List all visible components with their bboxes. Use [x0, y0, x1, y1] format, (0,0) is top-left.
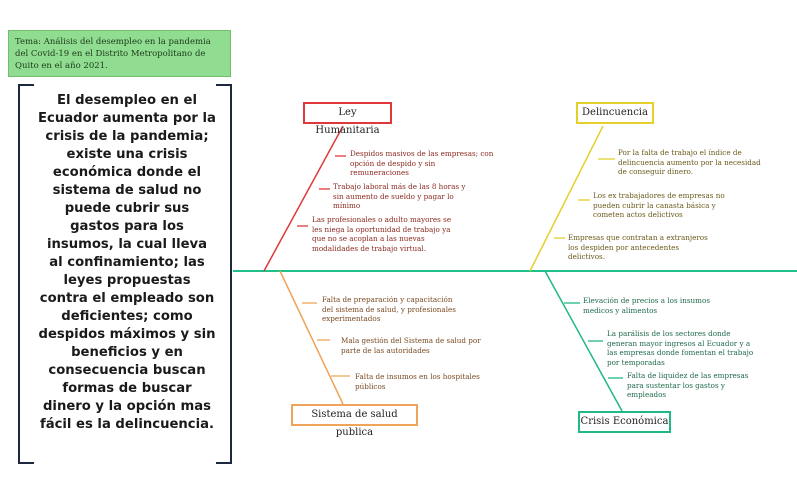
cause-ley-humanitaria-1: Despidos masivos de las empresas; con op… [350, 149, 494, 177]
cause-sistema-salud-1: Falta de preparación y capacitación del … [322, 295, 456, 323]
cause-delincuencia-2: Los ex trabajadores de empresas no puede… [593, 191, 725, 219]
left-bracket [18, 84, 34, 464]
cause-crisis-economica-3: Falta de liquidez de las empresas para s… [627, 371, 749, 399]
category-crisis-economica: Crisis Económica [578, 411, 671, 433]
topic-box: Tema: Análisis del desempleo en la pande… [8, 30, 231, 77]
category-sistema-salud: Sistema de salud publica [291, 404, 418, 438]
cause-ley-humanitaria-3: Las profesionales o adulto mayores se le… [312, 215, 452, 253]
category-delincuencia: Delincuencia [576, 102, 654, 124]
bone-delincuencia [529, 125, 604, 272]
bone-crisis-economica [544, 270, 623, 412]
category-ley-humanitaria: Ley Humanitaria [303, 102, 392, 136]
cause-sistema-salud-3: Falta de insumos en los hospitales públi… [355, 372, 480, 391]
bone-sistema-salud [279, 270, 344, 405]
cause-ley-humanitaria-2: Trabajo laboral más de las 8 horas y sin… [333, 182, 466, 210]
cause-delincuencia-3: Empresas que contratan a extranjeros los… [568, 233, 708, 261]
problem-statement: El desempleo en el Ecuador aumenta por l… [38, 93, 216, 432]
cause-sistema-salud-2: Mala gestión del Sistema de salud por pa… [341, 336, 481, 355]
cause-crisis-economica-1: Elevación de precios a los insumos medic… [583, 296, 711, 315]
cause-delincuencia-1: Por la falta de trabajo el índice de del… [618, 148, 761, 176]
right-bracket [216, 84, 232, 464]
cause-crisis-economica-2: La parálisis de los sectores donde gener… [607, 329, 754, 367]
bone-ley-humanitaria [263, 125, 344, 272]
